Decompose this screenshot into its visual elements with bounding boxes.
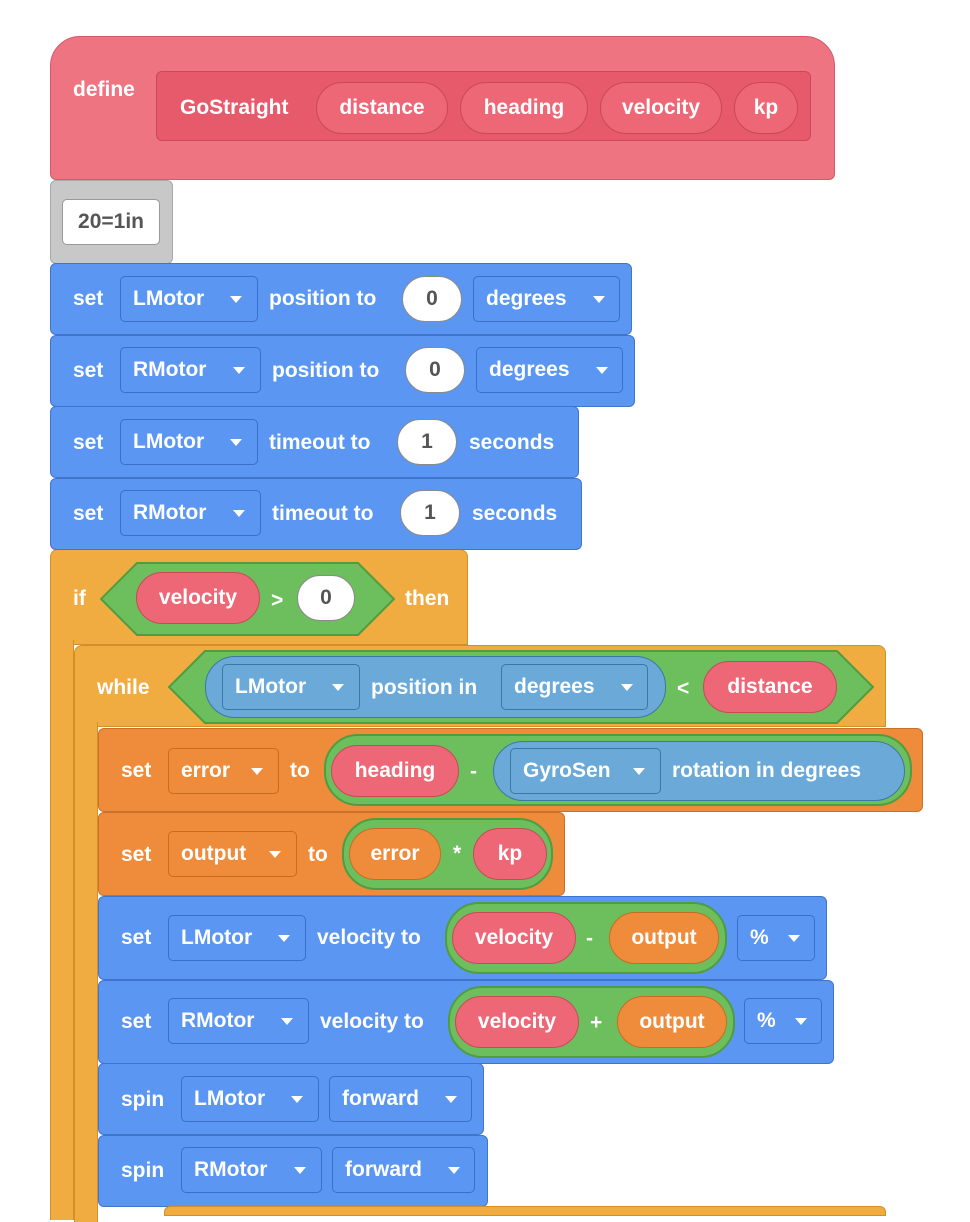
set-label: set [73,287,104,310]
position-in-label: position in [371,676,478,699]
param-heading[interactable]: heading [460,82,588,134]
compare-value-input[interactable]: 0 [297,575,355,621]
caret-down-icon [230,296,242,303]
caret-down-icon [593,296,605,303]
to-label: to [290,759,310,782]
set-label: set [121,843,152,866]
percent-unit-dropdown[interactable]: % [744,998,822,1044]
caret-down-icon [233,367,245,374]
lmotor-dropdown[interactable]: LMotor [120,419,258,465]
timeout-to-label: timeout to [272,502,374,525]
rotation-label: rotation in degrees [672,759,862,782]
caret-down-icon [269,851,281,858]
output-reporter[interactable]: output [617,996,727,1048]
comment-field[interactable]: 20=1in [62,199,160,245]
caret-down-icon [621,684,633,691]
multiply-sign: * [453,842,462,865]
seconds-label: seconds [469,431,555,454]
timeout-value-input[interactable]: 1 [397,419,457,465]
set-label: set [73,502,104,525]
set-label: set [121,759,152,782]
define-keyword: define [73,78,135,101]
position-value-input[interactable]: 0 [402,276,462,322]
while-keyword: while [97,676,150,699]
unit-dropdown[interactable]: degrees [473,276,620,322]
position-to-label: position to [272,359,380,382]
block-name: GoStraight [180,96,289,119]
set-label: set [73,431,104,454]
heading-reporter[interactable]: heading [331,745,459,797]
caret-down-icon [633,768,645,775]
distance-reporter[interactable]: distance [703,661,837,713]
param-distance[interactable]: distance [316,82,448,134]
param-velocity[interactable]: velocity [600,82,722,134]
rmotor-dropdown[interactable]: RMotor [120,490,261,536]
error-reporter[interactable]: error [349,828,441,880]
param-kp[interactable]: kp [734,82,798,134]
unit-dropdown[interactable]: degrees [476,347,623,393]
seconds-label: seconds [472,502,558,525]
caret-down-icon [332,684,344,691]
then-keyword: then [405,587,450,610]
velocity-to-label: velocity to [320,1010,424,1033]
direction-dropdown[interactable]: forward [329,1076,472,1122]
caret-down-icon [596,367,608,374]
minus-sign: - [586,927,593,950]
lmotor-dropdown[interactable]: LMotor [181,1076,319,1122]
caret-down-icon [788,935,800,942]
caret-down-icon [230,439,242,446]
velocity-reporter[interactable]: velocity [455,996,579,1048]
lmotor-dropdown[interactable]: LMotor [168,915,306,961]
spin-label: spin [121,1159,165,1182]
set-label: set [121,1010,152,1033]
spin-label: spin [121,1088,165,1111]
caret-down-icon [278,935,290,942]
timeout-to-label: timeout to [269,431,371,454]
caret-down-icon [294,1167,306,1174]
rmotor-dropdown[interactable]: RMotor [120,347,261,393]
set-label: set [121,926,152,949]
position-value-input[interactable]: 0 [405,347,465,393]
timeout-value-input[interactable]: 1 [400,490,460,536]
caret-down-icon [795,1018,807,1025]
error-variable-dropdown[interactable]: error [168,748,279,794]
unit-dropdown[interactable]: degrees [501,664,648,710]
velocity-reporter[interactable]: velocity [136,572,260,624]
rmotor-dropdown[interactable]: RMotor [168,998,309,1044]
percent-unit-dropdown[interactable]: % [737,915,815,961]
while-block-arm [74,722,98,1222]
if-block-arm [50,640,74,1220]
caret-down-icon [448,1167,460,1174]
caret-down-icon [281,1018,293,1025]
greater-than-operator: > [271,589,284,612]
caret-down-icon [233,510,245,517]
gyrosen-dropdown[interactable]: GyroSen [510,748,661,794]
velocity-to-label: velocity to [317,926,421,949]
if-keyword: if [73,587,86,610]
direction-dropdown[interactable]: forward [332,1147,475,1193]
next-block-partial[interactable] [164,1206,886,1216]
caret-down-icon [445,1096,457,1103]
caret-down-icon [251,768,263,775]
kp-reporter[interactable]: kp [473,828,547,880]
lmotor-dropdown[interactable]: LMotor [120,276,258,322]
plus-sign: + [590,1011,603,1034]
minus-sign: - [470,760,477,783]
velocity-reporter[interactable]: velocity [452,912,576,964]
caret-down-icon [291,1096,303,1103]
position-to-label: position to [269,287,377,310]
less-than-operator: < [677,677,690,700]
output-variable-dropdown[interactable]: output [168,831,297,877]
output-reporter[interactable]: output [609,912,719,964]
lmotor-dropdown[interactable]: LMotor [222,664,360,710]
rmotor-dropdown[interactable]: RMotor [181,1147,322,1193]
to-label: to [308,843,328,866]
set-label: set [73,359,104,382]
